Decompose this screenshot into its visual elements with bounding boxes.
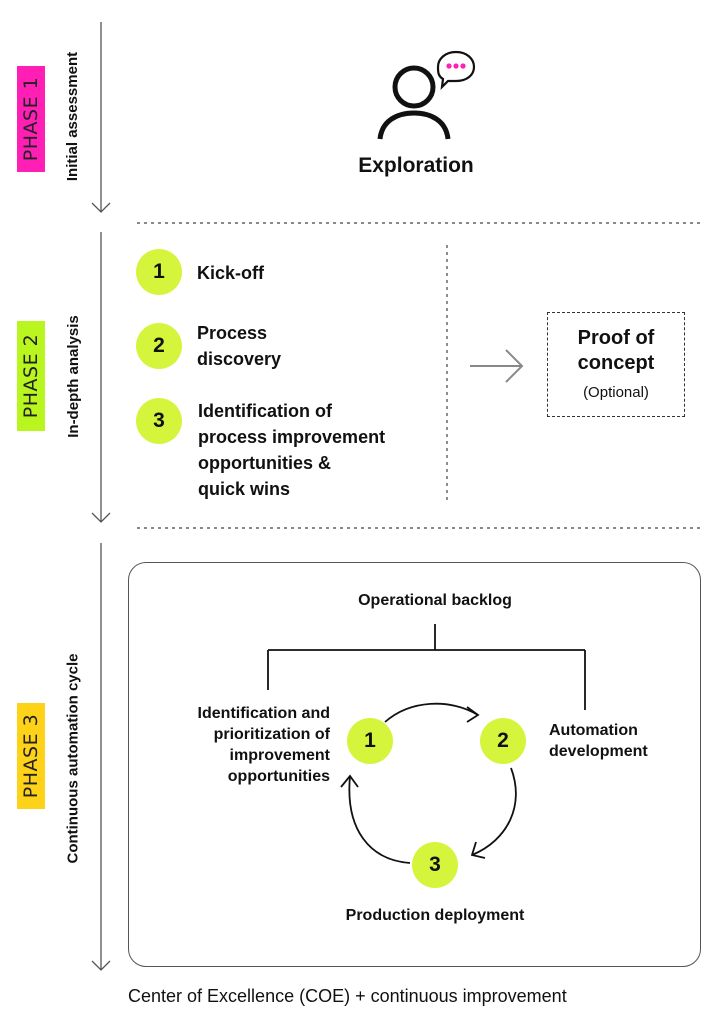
- poc-box: Proof of concept (Optional): [547, 312, 685, 417]
- phase3-arrow: [91, 543, 111, 971]
- exploration-title: Exploration: [358, 154, 474, 177]
- cycle-step-2-circle: 2: [480, 718, 526, 764]
- poc-title: Proof of concept: [577, 327, 655, 374]
- phase3-tag: PHASE 3: [17, 703, 45, 809]
- phase3-tag-bg: [17, 703, 45, 809]
- cycle-step-1-circle: 1: [347, 718, 393, 764]
- phase1-tag: PHASE 1: [17, 66, 45, 172]
- cycle-step-3-label: Production deployment: [345, 907, 525, 924]
- backlog-label: Operational backlog: [358, 592, 512, 609]
- phase2-step-2-circle: 2: [136, 323, 182, 369]
- cycle-step-3-circle: 3: [412, 842, 458, 888]
- phase2-step-1-label: Kick-off: [197, 263, 264, 283]
- footer-text: Center of Excellence (COE) + continuous …: [128, 986, 567, 1006]
- phase2-tag-bg: [17, 321, 45, 431]
- phase2-step-1-circle: 1: [136, 249, 182, 295]
- phase2-tag: PHASE 2: [17, 321, 45, 431]
- poc-note: (Optional): [583, 384, 649, 401]
- phase2-step-2-label: Process discovery: [197, 323, 282, 369]
- phase2-step-3-circle: 3: [136, 398, 182, 444]
- phase1-arrow: [91, 22, 111, 213]
- phase2-step-3-label: Identification of process improvement op…: [198, 401, 386, 499]
- phase2-arrow: [91, 232, 111, 523]
- phase3-cycle-panel: [128, 562, 701, 967]
- cycle-step-1-label: Identification and prioritization of imp…: [197, 705, 330, 785]
- person-speech-icon: [377, 50, 476, 140]
- cycle-step-2-label: Automation development: [549, 722, 648, 760]
- phase1-tag-bg: [17, 66, 45, 172]
- poc-arrow: [470, 349, 524, 383]
